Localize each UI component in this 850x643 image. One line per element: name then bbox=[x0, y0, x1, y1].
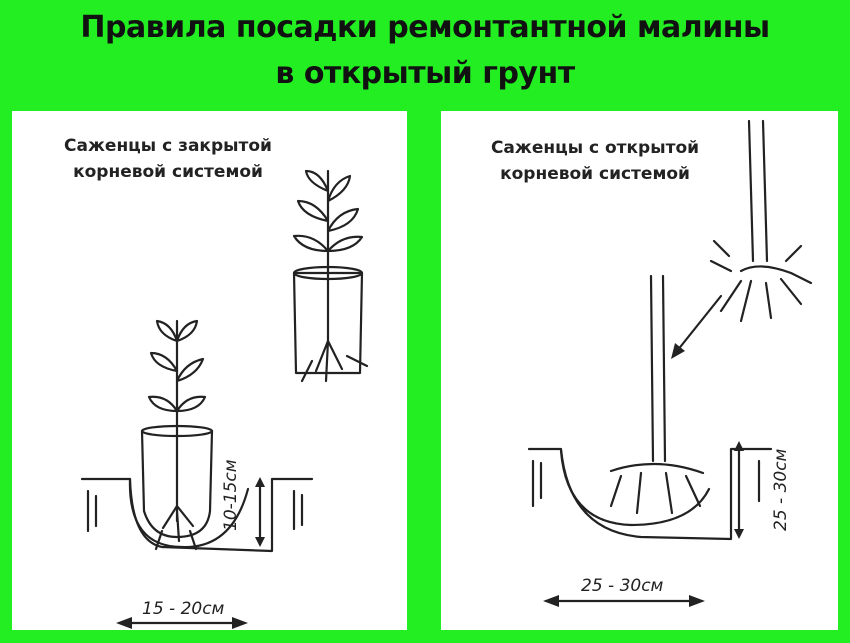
container-seedling-drawing bbox=[292, 169, 369, 383]
width-label: 15 - 20см bbox=[142, 599, 225, 619]
arrow-drawing bbox=[675, 294, 723, 353]
title-line-2: в открытый грунт bbox=[275, 56, 575, 91]
depth-label: 10-15см bbox=[221, 459, 241, 531]
open-root-caption: Саженцы с открытой корневой системой bbox=[490, 138, 700, 184]
bare-root-seedling-drawing bbox=[709, 119, 813, 323]
closed-root-panel: Саженцы с закрытой корневой системой 10-… bbox=[12, 111, 407, 630]
width-label: 25 - 30см bbox=[581, 576, 664, 596]
title-line-1: Правила посадки ремонтантной малины bbox=[80, 10, 770, 45]
depth-label: 25 - 30см bbox=[771, 448, 791, 531]
open-root-planting-illustration: 25 - 30см 25 - 30см bbox=[527, 119, 813, 607]
closed-root-planting-illustration: 10-15см 15 - 20см bbox=[80, 169, 369, 629]
planted-seedling-drawing bbox=[80, 319, 314, 629]
open-root-panel: Саженцы с открытой корневой системой 25 … bbox=[441, 111, 838, 630]
planted-bare-root-drawing bbox=[527, 274, 773, 607]
closed-root-caption: Саженцы с закрытой корневой системой bbox=[64, 136, 272, 182]
